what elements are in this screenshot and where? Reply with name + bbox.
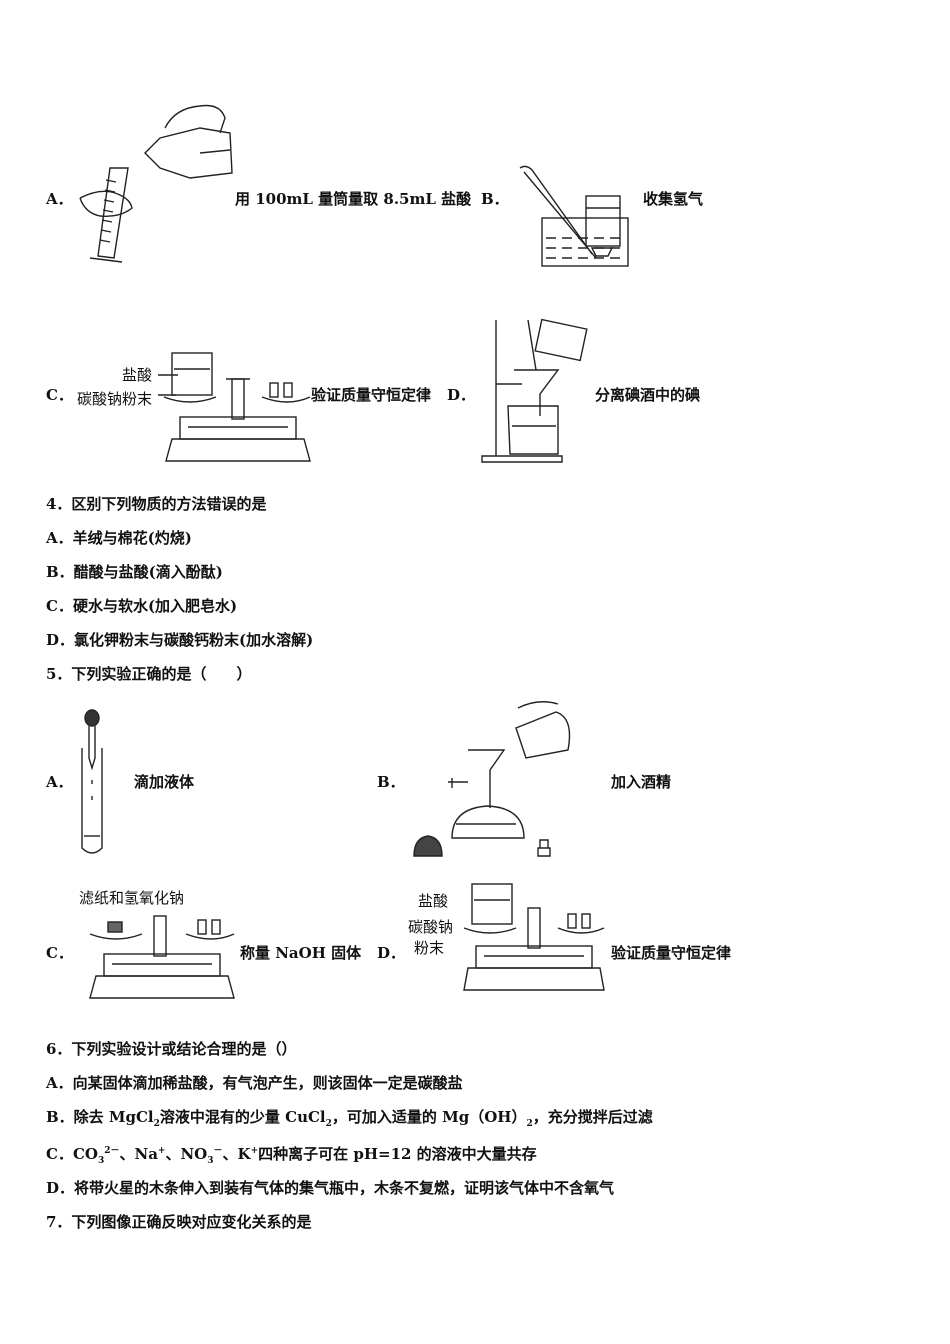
q5-d-label-hcl: 盐酸 (418, 892, 449, 910)
q4-option-b: B．醋酸与盐酸(滴入酚酞) (46, 563, 223, 581)
q3-option-d-letter: D． (447, 386, 476, 404)
q3-option-b-letter: B． (481, 190, 509, 208)
filtration-apparatus-figure (481, 318, 588, 463)
q5-option-c-letter: C． (46, 944, 73, 962)
q5-option-b-text: 加入酒精 (611, 773, 672, 791)
balance-naoh-figure (89, 915, 235, 999)
q3-option-d-text: 分离碘酒中的碘 (595, 386, 701, 404)
dropper-test-tube-figure (81, 709, 103, 854)
balance-with-beaker-figure (158, 352, 311, 462)
q4-stem: 4．区别下列物质的方法错误的是 (46, 495, 267, 513)
q3-option-c-text: 验证质量守恒定律 (311, 386, 432, 404)
q6-option-b: B．除去 MgCl2溶液中混有的少量 CuCl2，可加入适量的 Mg（OH）2，… (46, 1108, 653, 1129)
q6-option-a: A．向某固体滴加稀盐酸，有气泡产生，则该固体一定是碳酸盐 (46, 1074, 463, 1092)
q5-d-label-powder: 粉末 (414, 939, 445, 957)
q5-option-c-text: 称量 NaOH 固体 (240, 944, 362, 962)
alcohol-lamp-adding-figure (413, 701, 571, 857)
q3-c-label-na2co3: 碳酸钠粉末 (77, 390, 153, 408)
hydrogen-collection-figure (519, 165, 629, 267)
balance-with-beaker-figure-2 (463, 883, 605, 991)
q4-option-d: D．氯化钾粉末与碳酸钙粉末(加水溶解) (46, 631, 314, 649)
q5-stem: 5．下列实验正确的是（ ） (46, 665, 252, 683)
q5-option-d-text: 验证质量守恒定律 (611, 944, 732, 962)
q3-option-a-text: 用 100mL 量筒量取 8.5mL 盐酸 (235, 190, 472, 208)
q5-option-b-letter: B． (377, 773, 405, 791)
q5-option-a-letter: A． (46, 773, 73, 791)
q5-option-d-letter: D． (377, 944, 406, 962)
q7-stem: 7．下列图像正确反映对应变化关系的是 (46, 1213, 312, 1231)
q3-c-label-hcl: 盐酸 (122, 366, 153, 384)
q5-c-label-filter-paper: 滤纸和氢氧化钠 (79, 889, 185, 907)
q6-option-c: C．CO32－、Na+、NO3－、K+四种离子可在 pH=12 的溶液中大量共存 (46, 1145, 537, 1166)
q5-d-label-na2co3: 碳酸钠 (408, 918, 454, 936)
q6-stem: 6．下列实验设计或结论合理的是（） (46, 1040, 297, 1058)
q3-option-a-letter: A． (46, 190, 73, 208)
q4-option-c: C．硬水与软水(加入肥皂水) (46, 597, 238, 615)
q3-option-b-text: 收集氢气 (643, 190, 704, 208)
q6-option-d: D．将带火星的木条伸入到装有气体的集气瓶中，木条不复燃，证明该气体中不含氧气 (46, 1179, 615, 1197)
q5-option-a-text: 滴加液体 (134, 773, 195, 791)
q4-option-a: A．羊绒与棉花(灼烧) (46, 529, 192, 547)
q3-option-c-letter: C． (46, 386, 73, 404)
graduated-cylinder-pouring-figure (79, 104, 233, 263)
